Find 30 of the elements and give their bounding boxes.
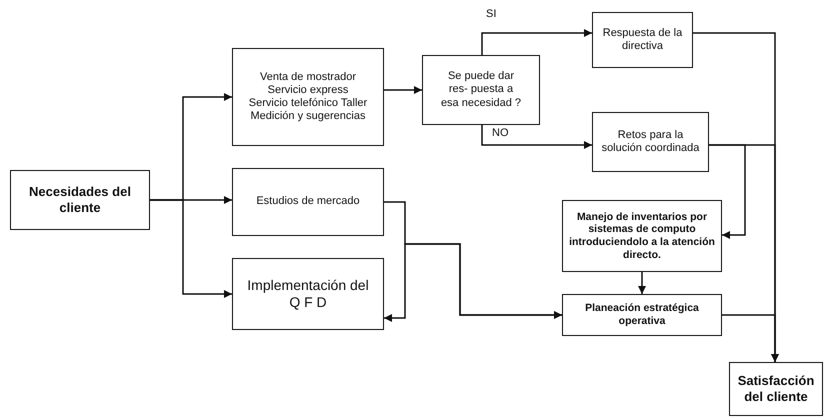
- arrow: [481, 125, 592, 149]
- box-text: Respuesta de la directiva: [602, 26, 684, 54]
- edge-label: SI: [484, 8, 498, 20]
- process-box: [10, 170, 150, 230]
- box-text: Se puede dar res- puesta a esa necesidad ?: [440, 70, 522, 110]
- process-box: [592, 12, 693, 68]
- arrow: [384, 86, 422, 94]
- box-text: Implementación del Q F D: [246, 277, 370, 311]
- process-box: [232, 48, 384, 146]
- process-box: [232, 258, 384, 330]
- box-text: Estudios de mercado: [256, 195, 360, 209]
- arrow: [638, 272, 646, 294]
- arrow: [150, 199, 232, 298]
- box-text: Satisfacción del cliente: [736, 373, 816, 405]
- box-text: Manejo de inventarios por sistemas de computo introduciendolo a la atención directo.: [569, 210, 715, 262]
- process-box: [562, 200, 722, 272]
- arrow: [722, 314, 779, 362]
- process-box: [232, 168, 384, 236]
- process-box: [592, 112, 709, 172]
- box-text: Necesidades del cliente: [28, 184, 132, 216]
- box-text: Retos para la solución coordinada: [600, 128, 700, 156]
- edge-label: NO: [490, 127, 510, 139]
- process-box: [729, 362, 823, 416]
- box-text: Planeación estratégica operativa: [584, 302, 700, 328]
- arrow: [384, 243, 562, 322]
- box-text: Venta de mostrador Servicio express Servicio telefónico Taller Medición y sugerencias: [248, 70, 368, 124]
- arrow: [481, 29, 592, 55]
- arrow: [709, 144, 746, 239]
- process-box: [422, 55, 540, 125]
- process-box: [562, 294, 722, 336]
